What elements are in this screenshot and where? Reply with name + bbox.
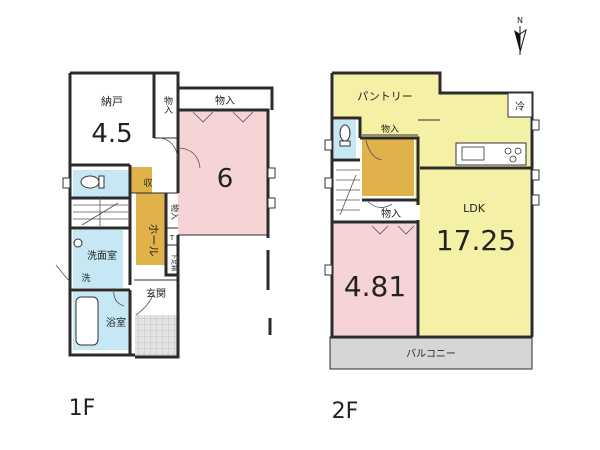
1f-toilet-icon xyxy=(80,175,105,189)
1f-shoebox-label: 下足箱 xyxy=(170,253,178,271)
2f-closet-upper-label: 物入 xyxy=(381,123,399,135)
1f-hall-upper-fill xyxy=(130,167,152,193)
1f-bedroom-size: 6 xyxy=(217,164,234,194)
1f-door-swings xyxy=(55,111,254,316)
1f-hall-label: ホール xyxy=(147,224,160,257)
north-compass-icon: N xyxy=(514,16,527,55)
compass-label: N xyxy=(517,16,523,25)
1f-floor-label: 1F xyxy=(69,396,96,421)
floor-2-plan: パントリー 冷 物入 物入 LDK 17.25 4.81 バルコニー 2F xyxy=(324,71,540,424)
2f-floor-label: 2F xyxy=(332,399,359,424)
2f-ldk-fill xyxy=(334,73,530,335)
2f-thin-lines xyxy=(329,119,533,370)
2f-fridge-label: 冷 xyxy=(515,100,525,113)
2f-bedroom-fill xyxy=(333,222,418,335)
2f-ldk-size: 17.25 xyxy=(436,224,516,257)
1f-entrance-tiles xyxy=(135,315,178,357)
2f-hall-fill xyxy=(362,138,414,196)
1f-washroom-label: 洗面室 xyxy=(87,249,117,262)
floor-1-plan: 納戸 4.5 物入 物入 6 収 ホール 物入 T 下足箱 洗面室 洗 浴室 玄… xyxy=(55,71,276,421)
1f-entrance-label: 玄関 xyxy=(146,287,166,300)
1f-closet-top-label: 物入 xyxy=(215,94,235,107)
2f-fridge-box xyxy=(507,92,533,118)
1f-thin-lines xyxy=(130,109,268,281)
1f-nando-label: 納戸 xyxy=(101,95,123,108)
1f-stairs xyxy=(73,198,130,228)
1f-bedroom-fill xyxy=(178,110,268,235)
2f-door-swings xyxy=(365,139,415,235)
1f-nando-size: 4.5 xyxy=(91,119,132,149)
2f-kitchen-counter xyxy=(455,142,527,166)
1f-washroom-fill xyxy=(73,230,123,288)
2f-stairs xyxy=(336,169,360,216)
1f-hall-fill xyxy=(136,193,166,265)
2f-toilet-icon xyxy=(339,124,351,147)
2f-windows xyxy=(324,119,540,276)
1f-storage-label: 収 xyxy=(143,177,152,189)
2f-bedroom-size: 4.81 xyxy=(344,270,406,303)
1f-bathtub-icon xyxy=(75,296,99,346)
1f-closet-hall-label: 物入 xyxy=(170,204,180,220)
1f-t-label: T xyxy=(169,234,175,242)
2f-balcony-fill xyxy=(330,337,532,369)
1f-bath-label: 浴室 xyxy=(106,316,126,329)
2f-balcony-label: バルコニー xyxy=(406,348,456,360)
1f-washer-label: 洗 xyxy=(81,272,90,284)
2f-pantry-label: パントリー xyxy=(357,90,413,103)
1f-closet-side-label: 物入 xyxy=(162,95,173,114)
1f-windows xyxy=(62,167,276,209)
2f-ldk-label: LDK xyxy=(463,202,486,215)
1f-sink-icon xyxy=(73,238,83,248)
2f-closet-lower-label: 物入 xyxy=(381,207,401,220)
